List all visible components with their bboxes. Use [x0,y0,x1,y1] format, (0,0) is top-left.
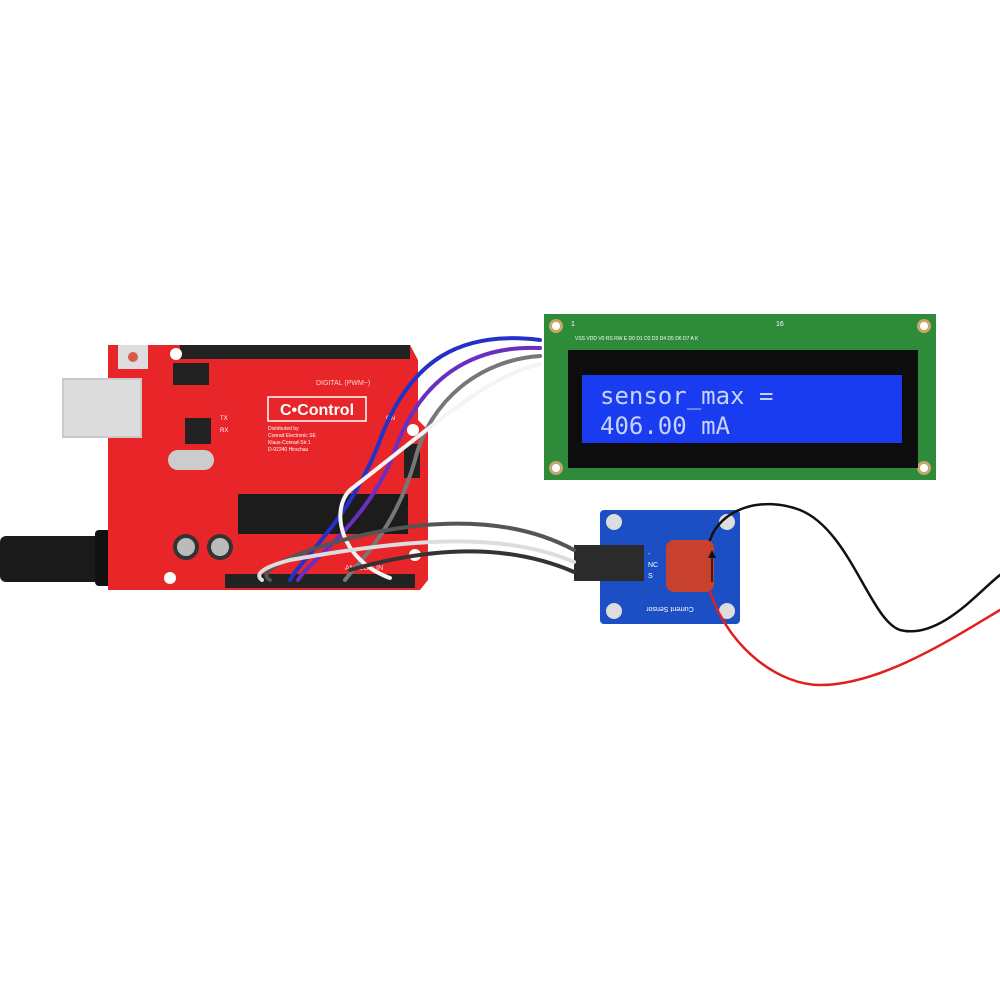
pin-label-last: 16 [776,321,784,328]
sensor-name: Current Sensor [646,605,694,612]
arduino-board: C•Control DIGITAL (PWM~) ANALOG IN ON TX… [62,345,428,590]
crystal [168,450,214,470]
lcd-line-1: sensor_max = [600,382,773,410]
sensor-pin-label: S [648,573,653,580]
lcd-module: 1 16 VSS VDD V0 RS RW E D0 D1 D2 D3 D4 D… [544,314,936,480]
distributor-line: D-92240 Hirschau [268,447,309,453]
usb-chip [185,418,211,444]
analog-header [225,574,415,588]
atmega-chip [238,494,408,534]
sensor-pin-label: NC [648,562,658,569]
current-transformer-core [666,540,714,592]
pin-label-first: 1 [571,321,575,328]
distributor-line: Distributed by [268,426,299,432]
tx-label: TX [220,416,228,422]
sensor-connector [574,545,644,581]
current-sensor-module: - NC S Current Sensor [574,510,740,624]
sensor-pin-label: - [648,551,651,558]
digital-label: DIGITAL (PWM~) [316,380,370,387]
wires [257,336,1000,687]
lcd-line-2: 406.00 mA [600,412,731,440]
analog-label: ANALOG IN [345,565,383,572]
distributor-line: Klaus-Conrad-Str.1 [268,440,311,446]
rx-label: RX [220,428,228,434]
lcd-screen [582,375,902,443]
pin-labels: VSS VDD V0 RS RW E D0 D1 D2 D3 D4 D5 D6 … [575,336,699,342]
digital-header [180,345,410,359]
distributor-line: Conrad Electronic SE [268,433,316,439]
brand-logo: C•Control [280,402,354,419]
